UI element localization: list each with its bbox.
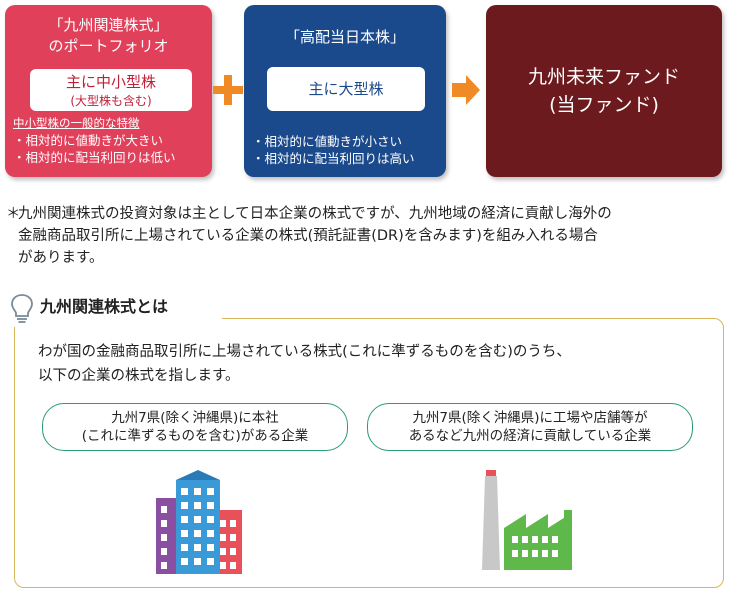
criterion-contribution-line1: 九州7県(除く沖縄県)に工場や店舗等が — [412, 410, 648, 426]
criterion-contribution: 九州7県(除く沖縄県)に工場や店舗等が あるなど九州の経済に貢献している企業 — [367, 403, 693, 451]
high-dividend-title: 「高配当日本株」 — [284, 28, 405, 46]
high-dividend-features: ・相対的に値動きが小さい ・相対的に配当利回りは高い — [252, 133, 415, 167]
kyushu-portfolio-box: 「九州関連株式」 のポートフォリオ 主に中小型株 (大型株も含む) 中小型株の一… — [5, 5, 212, 177]
fund-box: 九州未来ファンド (当ファンド) — [486, 5, 722, 177]
lightbulb-icon — [11, 294, 33, 323]
kyushu-features: 中小型株の一般的な特徴 ・相対的に値動きが大きい ・相対的に配当利回りは低い — [13, 115, 176, 166]
high-dividend-inner-label: 主に大型株 — [267, 67, 425, 111]
section-description: わが国の金融商品取引所に上場されている株式(これに準ずるものを含む)のうち、 以… — [38, 340, 571, 388]
kyushu-feature-1: ・相対的に値動きが大きい — [13, 133, 164, 148]
footnote: ＊ 九州関連株式の投資対象は主として日本企業の株式ですが、九州地域の経済に貢献し… — [6, 203, 726, 269]
definition-panel — [14, 318, 724, 588]
kyushu-inner-sub: (大型株も含む) — [70, 94, 152, 108]
high-dividend-feature-1: ・相対的に値動きが小さい — [252, 134, 403, 149]
high-dividend-feature-2: ・相対的に配当利回りは高い — [252, 151, 415, 166]
section-title: 九州関連株式とは — [40, 297, 169, 316]
section-desc-line1: わが国の金融商品取引所に上場されている株式(これに準ずるものを含む)のうち、 — [38, 344, 571, 360]
kyushu-box-title-line1: 「九州関連株式」 — [48, 16, 169, 34]
footnote-line3: があります。 — [18, 250, 104, 266]
criterion-headquarters-line1: 九州7県(除く沖縄県)に本社 — [111, 410, 279, 426]
factory-icon — [482, 470, 572, 570]
kyushu-inner-main: 主に中小型株 — [65, 73, 156, 91]
fund-title: 九州未来ファンド (当ファンド) — [486, 63, 722, 119]
arrow-right-icon — [452, 75, 480, 105]
plus-icon — [213, 75, 243, 105]
footnote-line2: 金融商品取引所に上場されている企業の株式(預託証書(DR)を含みます)を組み入れ… — [18, 228, 598, 244]
criterion-headquarters: 九州7県(除く沖縄県)に本社 (これに準ずるものを含む)がある企業 — [42, 403, 348, 451]
section-desc-line2: 以下の企業の株式を指します。 — [38, 368, 240, 384]
kyushu-feature-2: ・相対的に配当利回りは低い — [13, 150, 176, 165]
footnote-star: ＊ — [6, 206, 21, 222]
kyushu-box-title-line2: のポートフォリオ — [48, 37, 169, 55]
kyushu-inner-label: 主に中小型株 (大型株も含む) — [30, 69, 192, 111]
high-dividend-box: 「高配当日本株」 主に大型株 ・相対的に値動きが小さい ・相対的に配当利回りは高… — [244, 5, 446, 177]
fund-title-line1: 九州未来ファンド — [527, 66, 680, 88]
office-building-icon — [156, 470, 242, 574]
footnote-line1: 九州関連株式の投資対象は主として日本企業の株式ですが、九州地域の経済に貢献し海外… — [18, 206, 612, 222]
criterion-headquarters-line2: (これに準ずるものを含む)がある企業 — [81, 428, 309, 444]
criterion-contribution-line2: あるなど九州の経済に貢献している企業 — [408, 428, 652, 444]
kyushu-feature-heading: 中小型株の一般的な特徴 — [13, 116, 140, 130]
fund-title-line2: (当ファンド) — [549, 94, 659, 116]
